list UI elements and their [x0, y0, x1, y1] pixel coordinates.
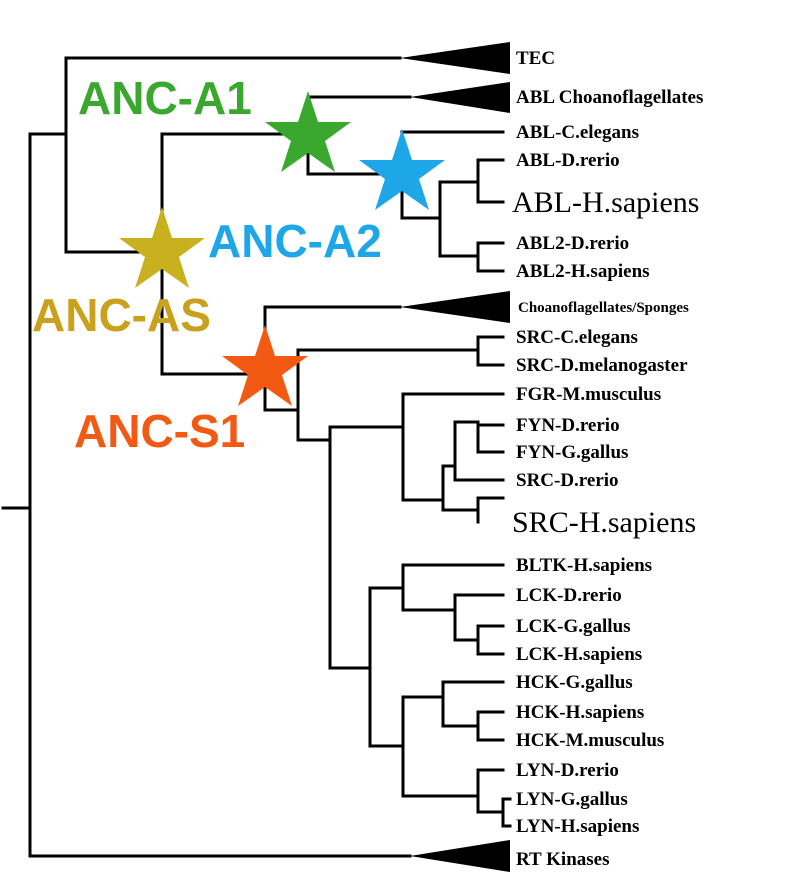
leaf-label: LCK-G.gallus: [516, 616, 631, 637]
tec-clade-triangle: [400, 42, 510, 74]
leaf-label: HCK-M.musculus: [516, 730, 664, 751]
hck-split: [441, 680, 505, 728]
tree-branches: [1, 56, 512, 858]
lck-hck-lyn-split: [368, 586, 405, 748]
leaf-label: ABL-C.elegans: [516, 122, 639, 143]
leaf-label: ABL-D.rerio: [516, 150, 620, 171]
src-invert-split: [476, 335, 505, 367]
anc-a1-star: [265, 91, 351, 172]
abl-choano-clade-triangle: [410, 82, 510, 113]
leaf-label: FYN-G.gallus: [516, 442, 628, 463]
anc-s1-star: [222, 325, 308, 406]
vertebrate-src-split: [328, 425, 405, 670]
root-branch: [1, 132, 32, 858]
leaf-label: SRC-D.rerio: [516, 470, 619, 491]
leaf-label: SRC-D.melanogaster: [516, 355, 688, 376]
src-group-split: [401, 392, 505, 502]
lck-split: [453, 593, 505, 642]
anc-as-star: [119, 207, 205, 288]
leaf-label: BLTK-H.sapiens: [516, 555, 652, 576]
anc-a1-label: ANC-A1: [78, 72, 252, 124]
fyn-split: [476, 423, 505, 454]
anc-as-label: ANC-AS: [32, 289, 211, 341]
leaf-label: ABL2-H.sapiens: [516, 261, 650, 282]
leaf-label: TEC: [516, 48, 555, 69]
leaf-label: ABL2-D.rerio: [516, 233, 629, 254]
ancestor-stars: [119, 91, 445, 406]
rt-kinases-clade-triangle: [410, 840, 510, 872]
leaf-label: LCK-H.sapiens: [516, 644, 642, 665]
leaf-label: Choanoflagellates/Sponges: [518, 300, 689, 316]
leaf-label-highlight: ABL-H.sapiens: [512, 186, 699, 219]
hck-hs-mm-split: [476, 710, 505, 742]
ancestor-labels: ANC-A1 ANC-A2 ANC-AS ANC-S1: [32, 72, 382, 457]
leaf-label: SRC-C.elegans: [516, 327, 638, 348]
fyn-src-split: [441, 464, 480, 512]
anc-s1-label: ANC-S1: [74, 405, 245, 457]
lyn-gg-hs-split: [501, 797, 512, 828]
fyn-srcdr-split: [453, 420, 505, 482]
root-split: [28, 132, 412, 858]
leaf-label: LYN-H.sapiens: [516, 816, 639, 837]
leaf-label: HCK-H.sapiens: [516, 702, 644, 723]
anc-a2-star: [359, 129, 445, 210]
hck-lyn-split: [401, 695, 480, 798]
leaf-label: ABL Choanoflagellates: [516, 87, 703, 108]
anc-s1-split: [296, 348, 480, 442]
lck-gg-hs-split: [476, 624, 505, 656]
bltk-split: [401, 563, 505, 612]
lyn-split: [476, 768, 505, 814]
leaf-label: LYN-D.rerio: [516, 760, 619, 781]
collapsed-clades: [400, 42, 510, 872]
anc-a2-label: ANC-A2: [208, 215, 382, 267]
leaf-label-highlight: SRC-H.sapiens: [512, 506, 696, 539]
src-hsapiens-branch: [476, 496, 505, 524]
leaf-label: FGR-M.musculus: [516, 384, 661, 405]
leaf-label: RT Kinases: [516, 849, 609, 870]
abl-dr-hs-split: [476, 158, 505, 204]
leaf-label: HCK-G.gallus: [516, 672, 633, 693]
leaf-labels: TEC ABL Choanoflagellates ABL-C.elegans …: [512, 48, 703, 870]
choano-sponges-clade-triangle: [400, 291, 510, 323]
leaf-label: FYN-D.rerio: [516, 415, 620, 436]
abl2-split: [476, 241, 505, 273]
leaf-label: LYN-G.gallus: [516, 789, 628, 810]
anc-a2-split: [438, 180, 480, 258]
leaf-label: LCK-D.rerio: [516, 585, 622, 606]
